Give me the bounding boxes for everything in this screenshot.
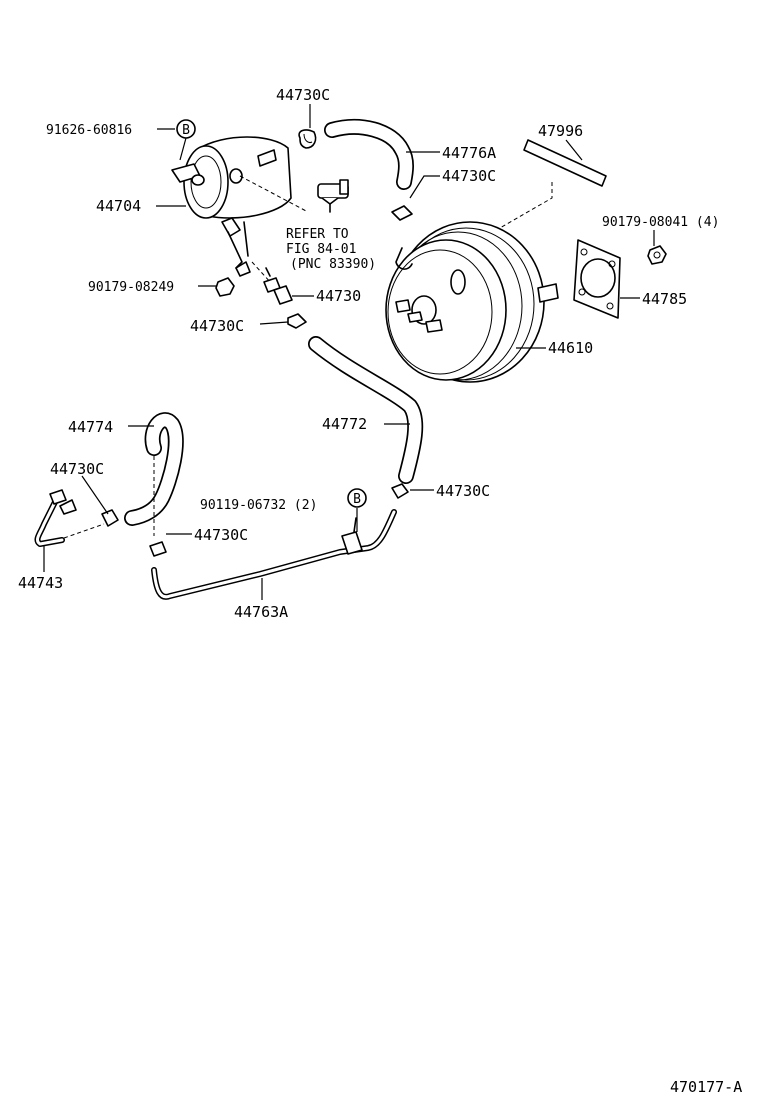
fitting-44743 <box>34 489 77 547</box>
hose-44772 <box>308 336 424 484</box>
gasket-strip <box>523 139 607 187</box>
vacuum-tank <box>171 136 292 277</box>
label-90119-06732: 90119-06732 (2) <box>200 498 317 513</box>
label-44704: 44704 <box>96 197 141 215</box>
refer-text-line-2: FIG 84-01 <box>286 242 356 257</box>
hose-44776a <box>324 119 414 190</box>
label-44730c-side: 44730C <box>50 460 104 478</box>
label-90179-08249: 90179-08249 <box>88 280 174 295</box>
booster-gasket-plate <box>573 239 621 319</box>
label-44774: 44774 <box>68 418 113 436</box>
label-44730c-top: 44730C <box>276 86 330 104</box>
label-44730c-lowright: 44730C <box>436 482 490 500</box>
label-44730c-low: 44730C <box>194 526 248 544</box>
label-44743: 44743 <box>18 574 63 592</box>
refer-text-line-1: REFER TO <box>286 227 349 242</box>
label-44763a: 44763A <box>234 603 288 621</box>
nut-icon <box>647 245 667 265</box>
clamp-icon <box>391 205 413 221</box>
label-44610: 44610 <box>548 339 593 357</box>
clamp-icon <box>298 129 317 149</box>
nut-icon <box>215 277 235 297</box>
dashed-guide <box>63 523 105 539</box>
label-91626-60816: 91626-60816 <box>46 123 132 138</box>
label-44730c-right: 44730C <box>442 167 496 185</box>
label-44730c-left: 44730C <box>190 317 244 335</box>
marker-b-label: B <box>353 492 361 507</box>
label-44785: 44785 <box>642 290 687 308</box>
dashed-guide <box>239 175 309 213</box>
label-44776a: 44776A <box>442 144 496 162</box>
brake-booster <box>385 221 559 383</box>
fitting-44730 <box>263 267 293 305</box>
marker-b-label: B <box>182 123 190 138</box>
leader-lines <box>43 104 655 600</box>
dashed-guide <box>499 182 553 229</box>
marker-b-2: B <box>347 488 367 508</box>
figure-code: 470177-A <box>670 1078 742 1096</box>
label-44730: 44730 <box>316 287 361 305</box>
pipe-44763a <box>151 509 397 600</box>
label-90179-08041: 90179-08041 (4) <box>602 215 719 230</box>
hose-44774 <box>124 412 184 526</box>
label-44772: 44772 <box>322 415 367 433</box>
label-47996: 47996 <box>538 122 583 140</box>
check-valve <box>317 179 349 213</box>
clamp-icon <box>149 541 167 557</box>
clamp-icon <box>101 509 119 527</box>
part-labels: 44730C 91626-60816 44704 44776A 44730C 4… <box>18 86 742 1096</box>
marker-b-1: B <box>176 119 196 139</box>
refer-text-line-3: (PNC 83390) <box>290 257 376 272</box>
clamp-icon <box>391 483 409 499</box>
clamp-icon <box>287 313 307 329</box>
